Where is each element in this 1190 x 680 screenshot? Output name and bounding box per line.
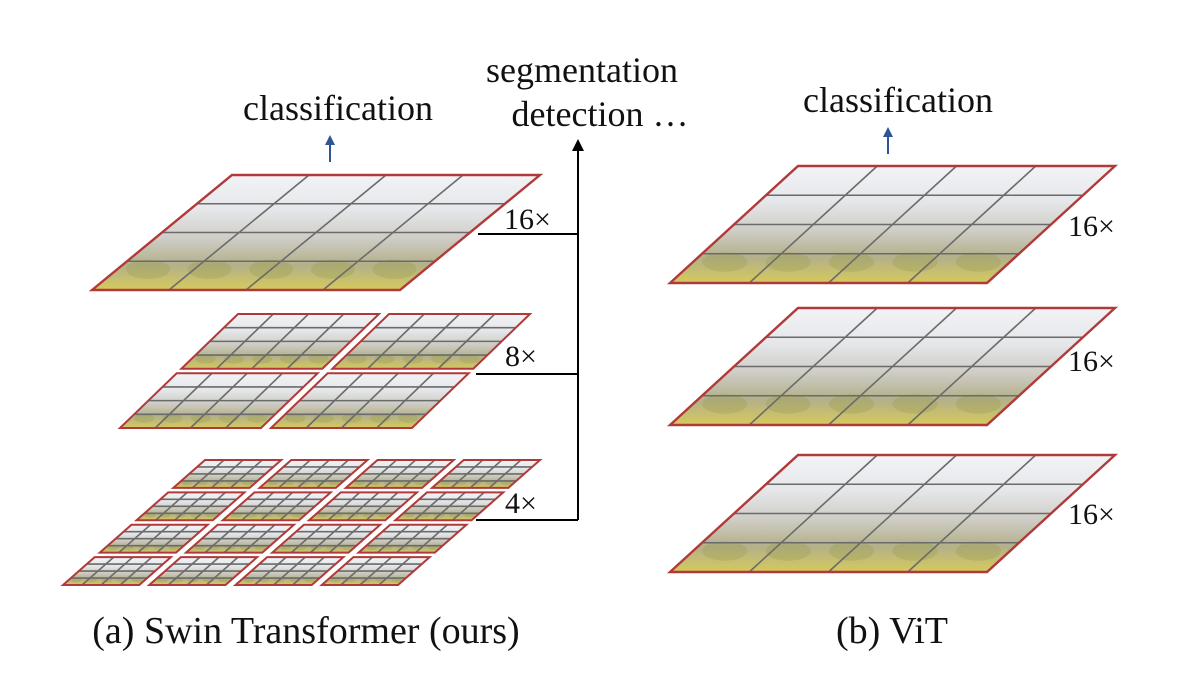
foliage-texture — [372, 259, 417, 279]
vit-layer-top — [666, 164, 1119, 285]
right-classification-label: classification — [803, 80, 993, 120]
foliage-texture — [346, 354, 367, 364]
swin-scale-label-8x: 8× — [505, 340, 537, 373]
window — [133, 491, 248, 522]
foliage-texture — [955, 394, 1001, 414]
window — [392, 491, 506, 522]
map-border — [666, 453, 1119, 574]
map-border — [319, 556, 433, 586]
foliage-texture — [195, 354, 216, 364]
swin-transformer-hierarchy — [60, 173, 544, 586]
map-border — [666, 164, 1119, 285]
swin-layer-16x — [88, 173, 544, 292]
window — [60, 556, 174, 586]
window — [232, 556, 347, 586]
map-border — [269, 523, 383, 554]
foliage-texture — [702, 541, 748, 561]
foliage-texture — [955, 541, 1001, 561]
window — [146, 556, 260, 586]
map-border — [392, 491, 506, 522]
window — [220, 491, 334, 522]
vit-scale-label-bottom: 16× — [1068, 498, 1115, 531]
window — [269, 523, 383, 554]
foliage-texture — [955, 252, 1001, 272]
map-border — [220, 491, 334, 522]
window — [319, 556, 433, 586]
map-border — [256, 459, 371, 489]
swin-layer-8x — [117, 313, 533, 429]
map-border — [170, 459, 284, 489]
map-border — [183, 523, 297, 554]
foliage-texture — [285, 413, 306, 423]
map-border — [329, 313, 533, 370]
tasks-line-2: detection … — [512, 94, 689, 134]
left-classification-label: classification — [243, 88, 433, 128]
vit-scale-label-middle: 16× — [1068, 345, 1115, 378]
window — [256, 459, 371, 489]
window — [268, 372, 472, 429]
tasks-line-1: segmentation — [486, 50, 678, 90]
foliage-texture — [702, 252, 748, 272]
foliage-texture — [310, 259, 355, 279]
map-border — [429, 459, 543, 489]
caption-vit: (b) ViT — [836, 610, 948, 652]
swin-scale-label-4x: 4× — [505, 487, 537, 520]
foliage-texture — [187, 259, 232, 279]
caption-swin: (a) Swin Transformer (ours) — [92, 610, 519, 652]
window — [97, 523, 211, 554]
vit-scale-label-top: 16× — [1068, 210, 1115, 243]
window — [355, 523, 470, 554]
map-border — [343, 459, 457, 489]
map-border — [355, 523, 470, 554]
vit-hierarchy — [666, 164, 1119, 574]
foliage-texture — [398, 413, 419, 423]
feature-connectors — [476, 139, 584, 521]
map-border — [60, 556, 174, 586]
foliage-texture — [702, 394, 748, 414]
map-border — [178, 313, 382, 370]
map-border — [88, 173, 544, 292]
foliage-texture — [134, 413, 155, 423]
vit-layer-bottom — [666, 453, 1119, 574]
foliage-texture — [126, 259, 170, 279]
map-border — [306, 491, 420, 522]
map-border — [232, 556, 347, 586]
window — [329, 313, 533, 370]
vit-layer-middle — [666, 306, 1119, 427]
foliage-texture — [308, 354, 329, 364]
window — [306, 491, 420, 522]
foliage-texture — [459, 354, 480, 364]
window — [117, 372, 321, 429]
map-border — [97, 523, 211, 554]
foliage-texture — [247, 413, 268, 423]
window — [183, 523, 297, 554]
window — [429, 459, 543, 489]
swin-scale-label-16x: 16× — [504, 203, 551, 236]
map-border — [133, 491, 248, 522]
map-border — [666, 306, 1119, 427]
map-border — [117, 372, 321, 429]
map-border — [146, 556, 260, 586]
window — [178, 313, 382, 370]
window — [170, 459, 284, 489]
map-border — [268, 372, 472, 429]
window — [343, 459, 457, 489]
swin-layer-4x — [60, 459, 543, 586]
